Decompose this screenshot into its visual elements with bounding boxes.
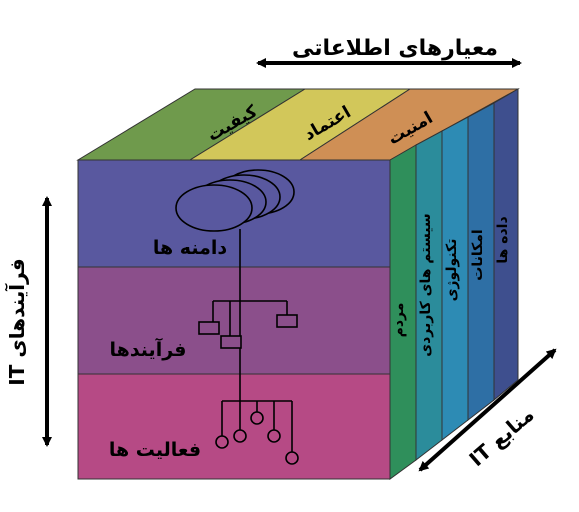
process-box-1	[198, 321, 220, 335]
process-box-2	[220, 335, 242, 349]
activity-node-5	[285, 451, 299, 465]
hierarchy-icon	[175, 169, 299, 465]
activity-node-3	[250, 411, 264, 425]
right-axis-arrow	[418, 348, 557, 472]
top-axis-label: معیارهای اطلاعاتی	[292, 36, 498, 61]
activity-node-2	[233, 429, 247, 443]
process-label-processes: فرآیندها	[110, 337, 187, 361]
process-label-activities: فعالیت ها	[109, 439, 201, 461]
activity-node-1	[215, 435, 229, 449]
process-band-activities	[77, 373, 391, 480]
resource-label-people: مردم	[391, 303, 407, 338]
resource-label-facilities: امکانات	[470, 229, 486, 280]
resource-label-applications: سیستم های کاربردی	[418, 213, 434, 356]
activity-node-4	[267, 429, 281, 443]
resource-label-technology: تکنولوژی	[444, 239, 460, 302]
resource-slice-data	[493, 88, 519, 402]
resource-label-data: داده ها	[495, 216, 511, 263]
domain-ellipse-1	[175, 184, 253, 232]
process-box-3	[276, 314, 298, 328]
left-axis-label: فرآیندهای IT	[4, 258, 29, 385]
process-label-domains: دامنه ها	[153, 237, 227, 259]
